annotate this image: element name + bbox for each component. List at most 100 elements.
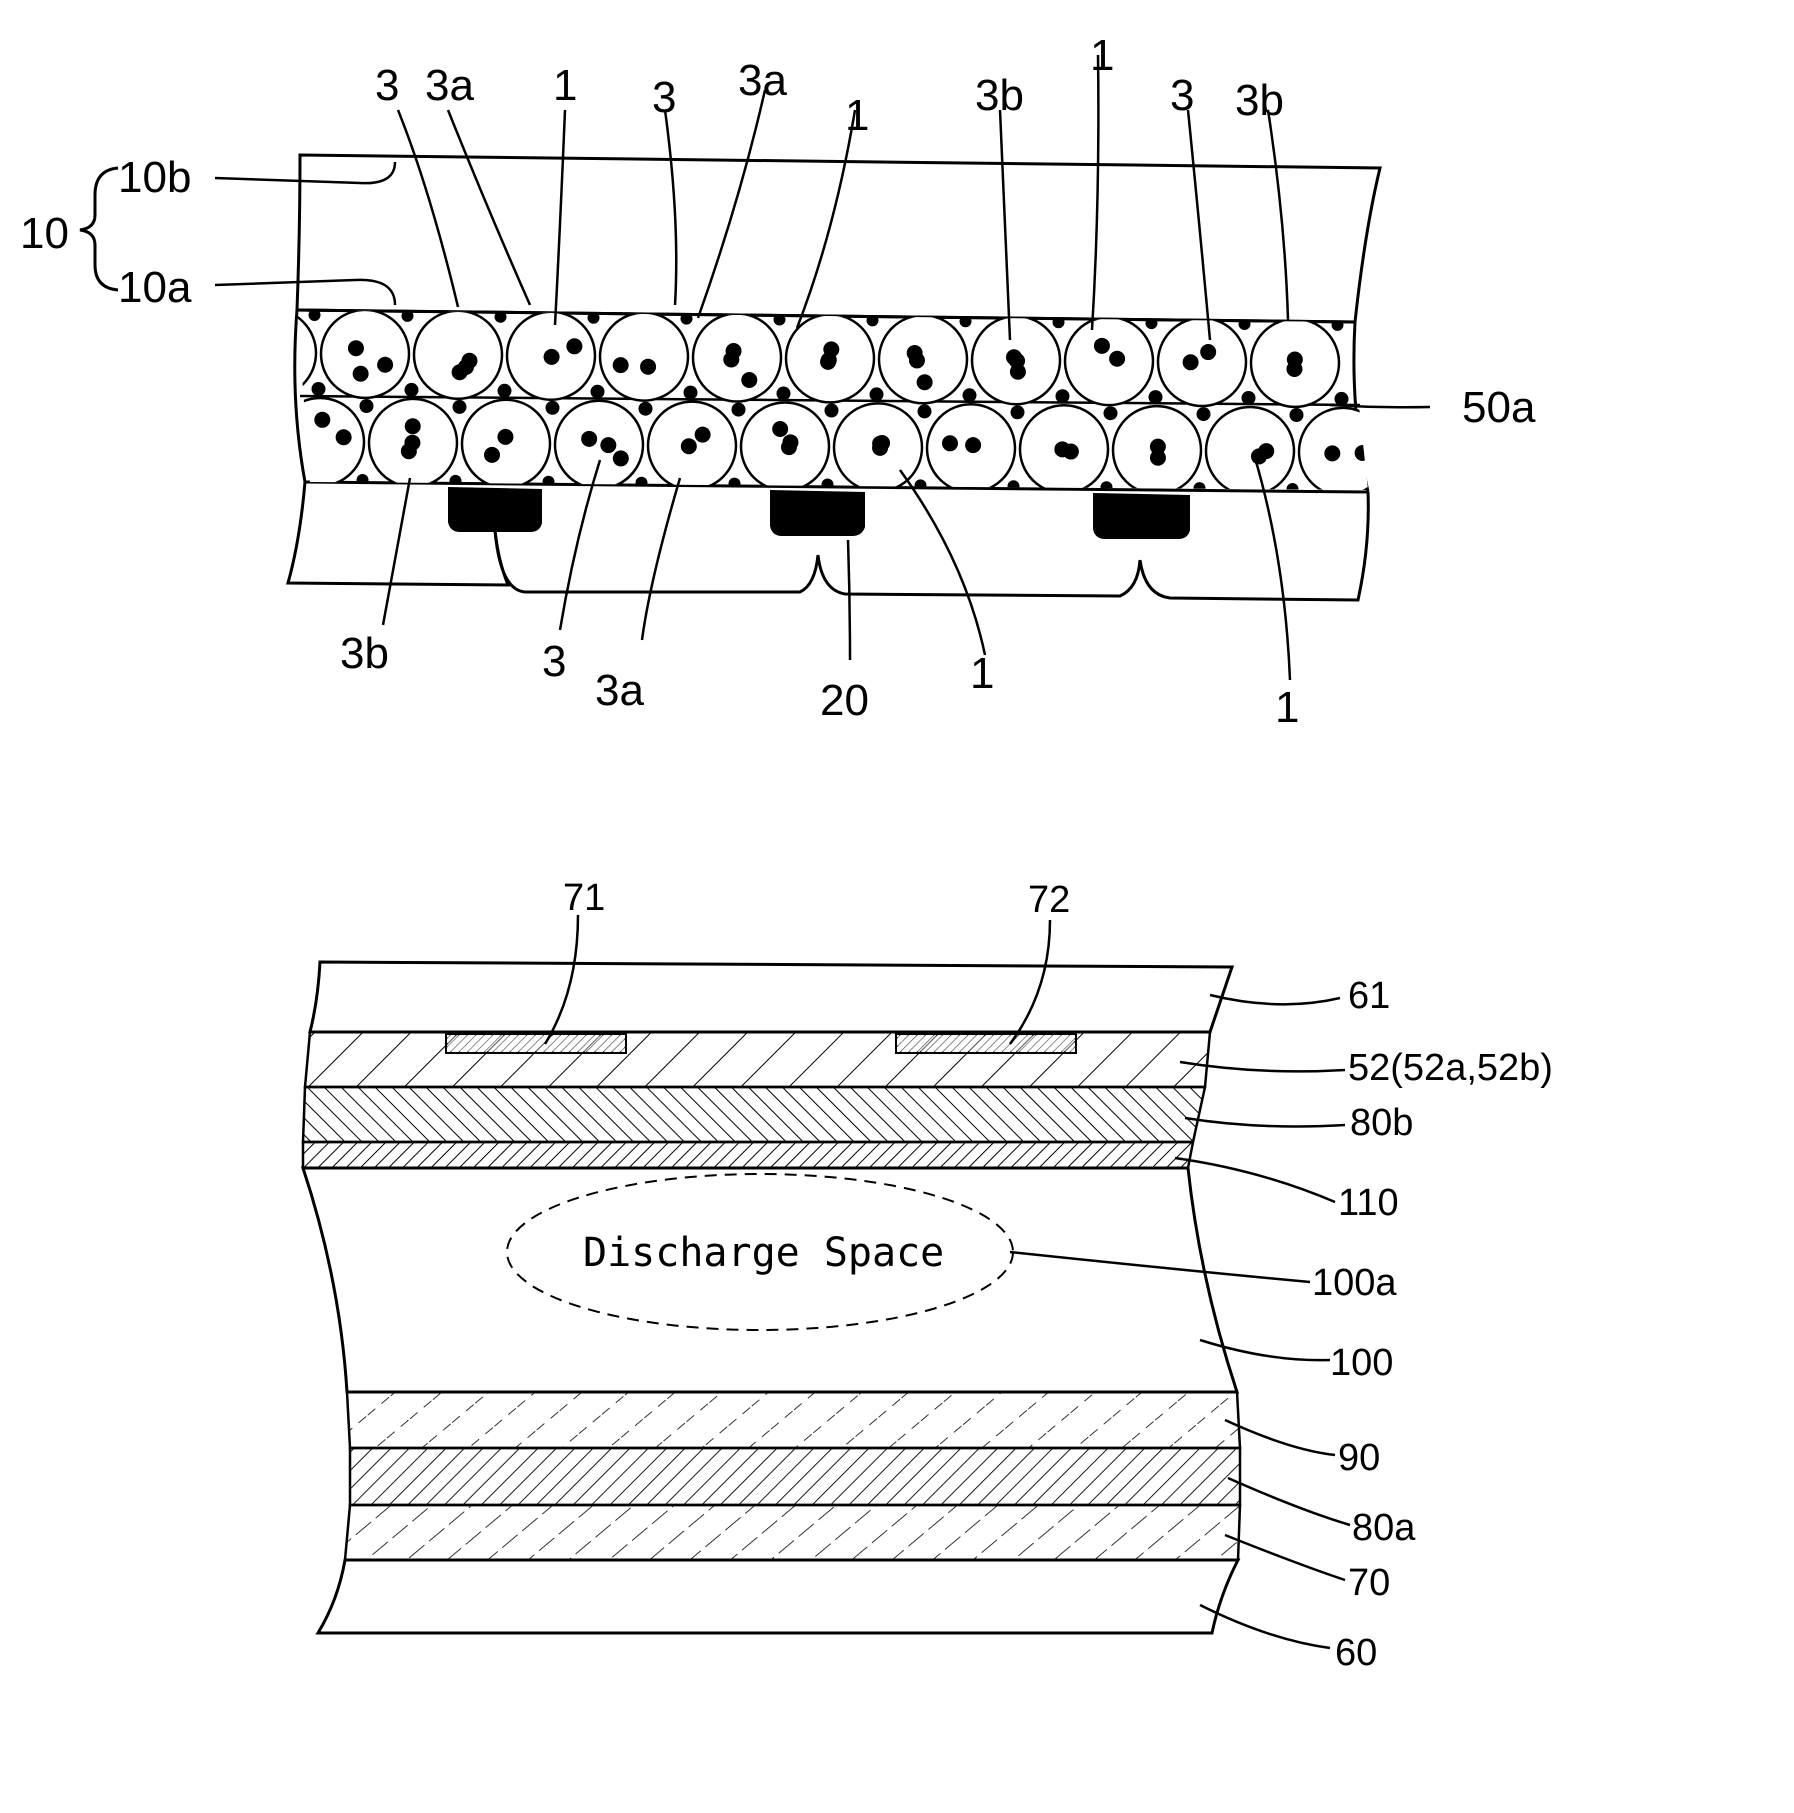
particle-dot [400, 443, 417, 460]
label-52: 52(52a,52b) [1348, 1047, 1553, 1089]
label-80a: 80a [1352, 1507, 1416, 1549]
particle-dot [1354, 444, 1368, 461]
layer-110 [301, 1140, 1195, 1170]
interstitial-dot [1103, 406, 1118, 421]
particle-dot [694, 426, 711, 443]
label-100a: 100a [1312, 1262, 1397, 1304]
label-3a: 3a [595, 666, 644, 715]
label-10a: 10a [118, 263, 192, 312]
interstitial-dot [1145, 317, 1158, 330]
label-10: 10 [20, 209, 69, 258]
brace-10 [79, 166, 119, 292]
particle-dot [612, 450, 629, 467]
interstitial-dot [587, 311, 600, 324]
interstitial-dot [356, 474, 369, 486]
phosphor-particle [1297, 406, 1368, 490]
interstitial-dot [1055, 389, 1070, 404]
layer-61 [308, 960, 1235, 1034]
layer-60 [315, 1558, 1241, 1635]
interstitial-dot [1010, 405, 1025, 420]
particle-dot [457, 359, 474, 376]
label-90: 90 [1338, 1437, 1380, 1479]
bottom-leader-lines [543, 914, 1351, 1650]
interstitial-dot [311, 382, 326, 396]
label-3: 3 [375, 61, 399, 110]
particle-dot [1286, 351, 1303, 368]
interstitial-dot [821, 478, 834, 490]
electrode-71 [445, 1033, 627, 1054]
interstitial-dot [1193, 482, 1206, 490]
layer-70 [343, 1503, 1242, 1562]
layer-50a-left-edge [293, 309, 307, 483]
particle-dot [772, 421, 789, 438]
layer-80b [301, 1085, 1207, 1144]
lower-substrate-segment-1 [493, 529, 820, 594]
particle-dot [600, 437, 617, 454]
particle-dot [820, 352, 837, 369]
particle-dot [497, 428, 514, 445]
phosphor-particle [319, 310, 411, 400]
label-1: 1 [845, 91, 869, 140]
interstitial-dot [773, 313, 786, 326]
particle-dot [872, 439, 889, 456]
interstitial-dot [452, 399, 467, 414]
phosphor-particle [412, 310, 504, 401]
label-110: 110 [1338, 1182, 1399, 1224]
particle-dot [1009, 352, 1026, 369]
interstitial-dot [494, 310, 507, 323]
phosphor-particle [553, 399, 645, 490]
phosphor-particle [1156, 316, 1248, 408]
interstitial-dot [680, 312, 693, 325]
top-leader-lines [214, 54, 1431, 681]
interstitial-dot [1196, 407, 1211, 422]
label-71: 71 [563, 877, 605, 919]
particle-dot [543, 348, 560, 365]
interstitial-dot [449, 474, 462, 487]
particle-dot [680, 438, 697, 455]
particle-dot [1182, 354, 1199, 371]
particle-dot [581, 430, 598, 447]
particle-dot [965, 437, 982, 454]
label-1: 1 [553, 61, 577, 110]
particle-dot [780, 439, 797, 456]
interstitial-dot [1241, 391, 1256, 405]
particle-dot [1109, 350, 1126, 367]
interstitial-dot [638, 401, 653, 416]
interstitial-dot [776, 386, 791, 401]
particle-dot [741, 371, 758, 388]
particle-dot [1149, 449, 1166, 466]
phosphor-particle [1063, 315, 1155, 407]
interstitial-dot [1238, 318, 1251, 330]
particle-dot [941, 435, 958, 452]
phosphor-particles [264, 310, 1368, 490]
particle-dot [264, 357, 280, 373]
substrate-10-outline [295, 153, 1382, 324]
particle-dot [640, 358, 657, 375]
interstitial-dot [401, 310, 414, 322]
interstitial-dot [731, 402, 746, 417]
interstitial-dot [590, 384, 605, 399]
label-3a: 3a [738, 56, 787, 105]
top-figure-cross-section: 10 10b 10a 50a 3 3a 1 3 3a 1 3b 1 3 3b 3… [20, 31, 1536, 732]
label-10b: 10b [118, 153, 191, 202]
interstitial-dot [1007, 480, 1020, 490]
phosphor-particle [297, 396, 366, 488]
discharge-space-100 [300, 1166, 1240, 1394]
phosphor-particle [1204, 405, 1296, 490]
particle-dot [1250, 448, 1267, 465]
interstitial-dot [1331, 318, 1344, 331]
interstitial-dot [869, 387, 884, 402]
interstitial-dot [683, 385, 698, 400]
interstitial-dot [962, 388, 977, 403]
label-1: 1 [1275, 683, 1299, 732]
label-3: 3 [542, 637, 566, 686]
layer-80a [348, 1446, 1242, 1507]
label-3b: 3b [1235, 76, 1284, 125]
particle-dot [906, 345, 923, 362]
particle-dot [612, 357, 629, 374]
particle-dot [335, 429, 352, 446]
interstitial-dot [866, 314, 879, 327]
interstitial-dot [545, 400, 560, 415]
interstitial-dot [359, 399, 374, 413]
label-70: 70 [1348, 1562, 1390, 1604]
